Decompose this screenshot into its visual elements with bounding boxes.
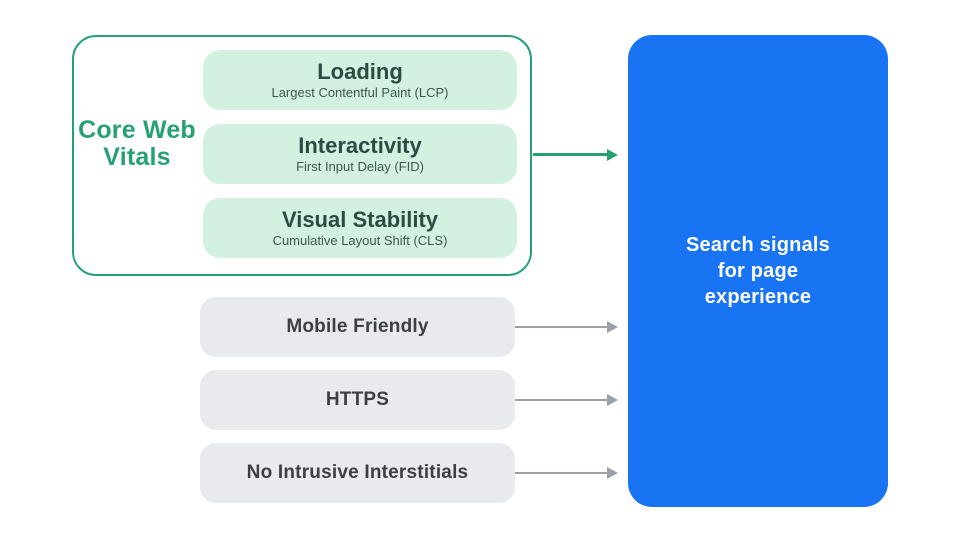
cwv-card-visual-stability: Visual Stability Cumulative Layout Shift… — [203, 198, 517, 258]
cwv-card-subtitle: Cumulative Layout Shift (CLS) — [272, 233, 448, 248]
arrow-head-icon — [607, 467, 618, 479]
cwv-card-interactivity: Interactivity First Input Delay (FID) — [203, 124, 517, 184]
arrow-https — [515, 394, 618, 406]
arrow-core-web-vitals — [533, 148, 618, 161]
search-signals-line: experience — [704, 286, 812, 308]
arrow-no-intrusive-interstitials — [515, 467, 618, 479]
arrow-head-icon — [607, 321, 618, 333]
arrow-shaft — [515, 399, 607, 401]
arrow-shaft — [515, 472, 607, 474]
arrow-head-icon — [607, 148, 618, 161]
cwv-card-title: Visual Stability — [281, 207, 439, 232]
arrow-shaft — [533, 153, 607, 156]
search-signals-text: Search signals for page experience — [686, 232, 830, 310]
cwv-card-subtitle: Largest Contentful Paint (LCP) — [271, 85, 449, 100]
signal-card-https: HTTPS — [200, 370, 515, 430]
signal-card-no-intrusive-interstitials: No Intrusive Interstitials — [200, 443, 515, 503]
signal-label: Mobile Friendly — [286, 316, 429, 337]
cwv-card-title: Loading — [317, 59, 403, 84]
search-signals-line: for page — [717, 260, 799, 282]
search-signals-box: Search signals for page experience — [628, 35, 888, 507]
cwv-card-subtitle: First Input Delay (FID) — [296, 159, 424, 174]
signal-label: No Intrusive Interstitials — [246, 462, 469, 483]
core-web-vitals-label: Core Web Vitals — [78, 116, 196, 171]
arrow-shaft — [515, 326, 607, 328]
cwv-card-loading: Loading Largest Contentful Paint (LCP) — [203, 50, 517, 110]
cwv-card-title: Interactivity — [298, 133, 422, 158]
arrow-head-icon — [607, 394, 618, 406]
signal-label: HTTPS — [325, 389, 390, 410]
search-signals-line: Search signals — [686, 234, 830, 256]
signal-card-mobile-friendly: Mobile Friendly — [200, 297, 515, 357]
arrow-mobile-friendly — [515, 321, 618, 333]
